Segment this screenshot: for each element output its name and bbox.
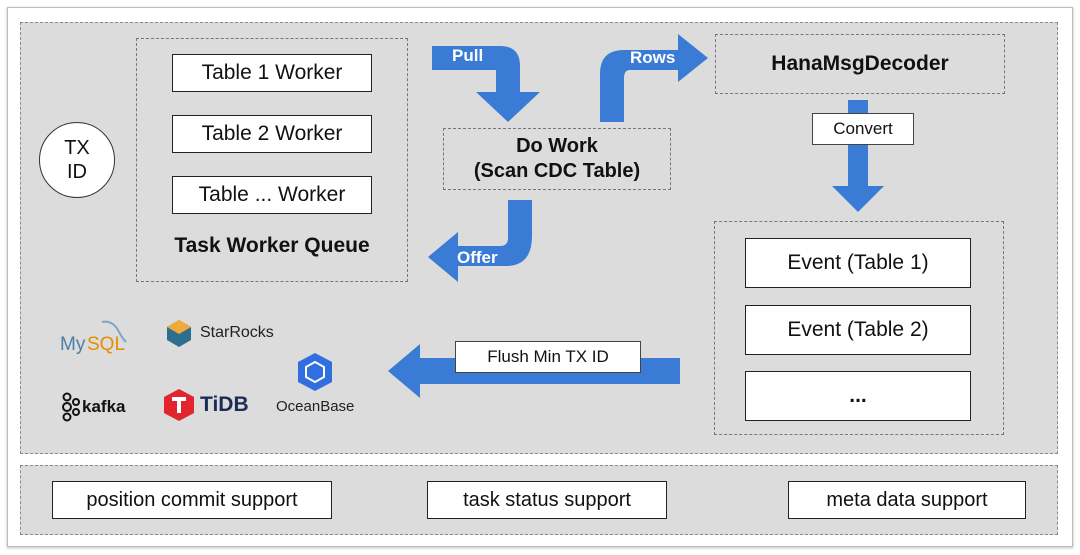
worker-2: Table 2 Worker	[172, 115, 372, 153]
task-worker-queue-label: Task Worker Queue	[174, 234, 370, 257]
kafka-icon	[62, 392, 80, 422]
hana-msg-decoder: HanaMsgDecoder	[715, 34, 1005, 94]
task-worker-queue	[136, 38, 408, 282]
tidb-icon	[164, 389, 194, 421]
oceanbase-icon	[298, 353, 333, 391]
kafka-text: kafka	[82, 397, 126, 416]
tidb-logo: TiDB	[163, 388, 249, 422]
event-table-2: Event (Table 2)	[745, 305, 971, 355]
do-work-subtitle: (Scan CDC Table)	[473, 160, 641, 182]
rows-label: Rows	[630, 48, 676, 67]
oceanbase-text: OceanBase	[276, 398, 355, 415]
id-label: ID	[67, 161, 87, 183]
tidb-text: TiDB	[200, 393, 249, 416]
convert-arrow	[832, 100, 884, 212]
mysql-logo: My SQL	[60, 318, 144, 356]
kafka-logo: kafka	[60, 392, 125, 422]
svg-text:My: My	[60, 334, 86, 355]
convert-label: Convert	[812, 113, 914, 145]
tx-id-circle: TX ID	[39, 122, 115, 198]
do-work-box: Do Work (Scan CDC Table)	[443, 128, 671, 190]
oceanbase-logo: OceanBase	[276, 352, 354, 415]
pull-label: Pull	[452, 46, 484, 65]
position-commit-support: position commit support	[52, 481, 332, 519]
flush-min-tx-id-label: Flush Min TX ID	[455, 341, 641, 373]
event-more: ...	[745, 371, 971, 421]
worker-1: Table 1 Worker	[172, 54, 372, 92]
events-container	[714, 221, 1004, 435]
worker-3: Table ... Worker	[172, 176, 372, 214]
meta-data-support: meta data support	[788, 481, 1026, 519]
starrocks-text: StarRocks	[200, 324, 274, 341]
task-status-support: task status support	[427, 481, 667, 519]
do-work-title: Do Work	[516, 135, 598, 157]
offer-label: Offer	[457, 248, 498, 267]
starrocks-icon	[167, 320, 191, 347]
pull-arrow	[432, 46, 540, 122]
starrocks-logo: StarRocks	[164, 318, 274, 348]
tx-label: TX	[64, 137, 90, 159]
svg-text:SQL: SQL	[87, 334, 125, 355]
rows-arrow	[600, 34, 708, 122]
offer-arrow	[428, 200, 532, 282]
event-table-1: Event (Table 1)	[745, 238, 971, 288]
dolphin-icon: My SQL	[60, 320, 127, 355]
